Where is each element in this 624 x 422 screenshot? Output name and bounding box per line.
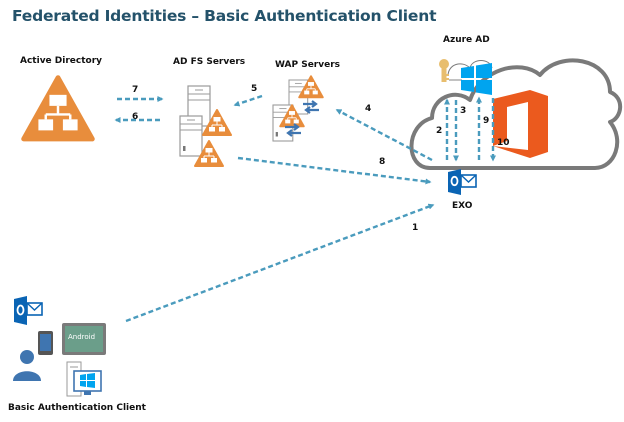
- label-wap-servers: WAP Servers: [275, 60, 341, 70]
- label-adfs-servers: AD FS Servers: [173, 57, 246, 67]
- step-label-9: 9: [483, 116, 490, 126]
- outlook-icon-client: [14, 296, 43, 325]
- phone-icon: [38, 331, 53, 355]
- outlook-icon-exo: [448, 169, 477, 195]
- step-arrow-4: [335, 108, 433, 162]
- step-label-4: 4: [365, 104, 372, 114]
- step-label-1: 1: [412, 223, 419, 233]
- diagram-title: Federated Identities – Basic Authenticat…: [12, 7, 437, 25]
- desktop-icon: [66, 361, 102, 397]
- step-arrow-8: [237, 156, 432, 185]
- label-azure-ad: Azure AD: [443, 35, 490, 45]
- step-label-5: 5: [251, 84, 258, 94]
- step-label-8: 8: [379, 157, 386, 167]
- step-arrow-1: [125, 203, 435, 323]
- wap-server-icon: [272, 75, 324, 142]
- step-arrow-5: [233, 94, 263, 107]
- label-active-directory: Active Directory: [20, 56, 103, 66]
- windows-icon: [461, 63, 492, 95]
- step-label-3: 3: [460, 106, 467, 116]
- label-android: Android: [68, 333, 96, 341]
- step-label-10: 10: [497, 138, 510, 148]
- label-exo: EXO: [452, 201, 473, 211]
- office-icon: [493, 90, 548, 158]
- tablet-icon: [62, 323, 106, 355]
- user-icon: [13, 350, 41, 381]
- adfs-server-icon: [179, 85, 232, 167]
- key-icon: [439, 59, 462, 82]
- step-label-7: 7: [132, 85, 139, 95]
- active-directory-icon: [24, 78, 93, 139]
- step-label-2: 2: [436, 126, 443, 136]
- step-label-6: 6: [132, 112, 139, 122]
- label-basic-auth-client: Basic Authentication Client: [8, 403, 146, 413]
